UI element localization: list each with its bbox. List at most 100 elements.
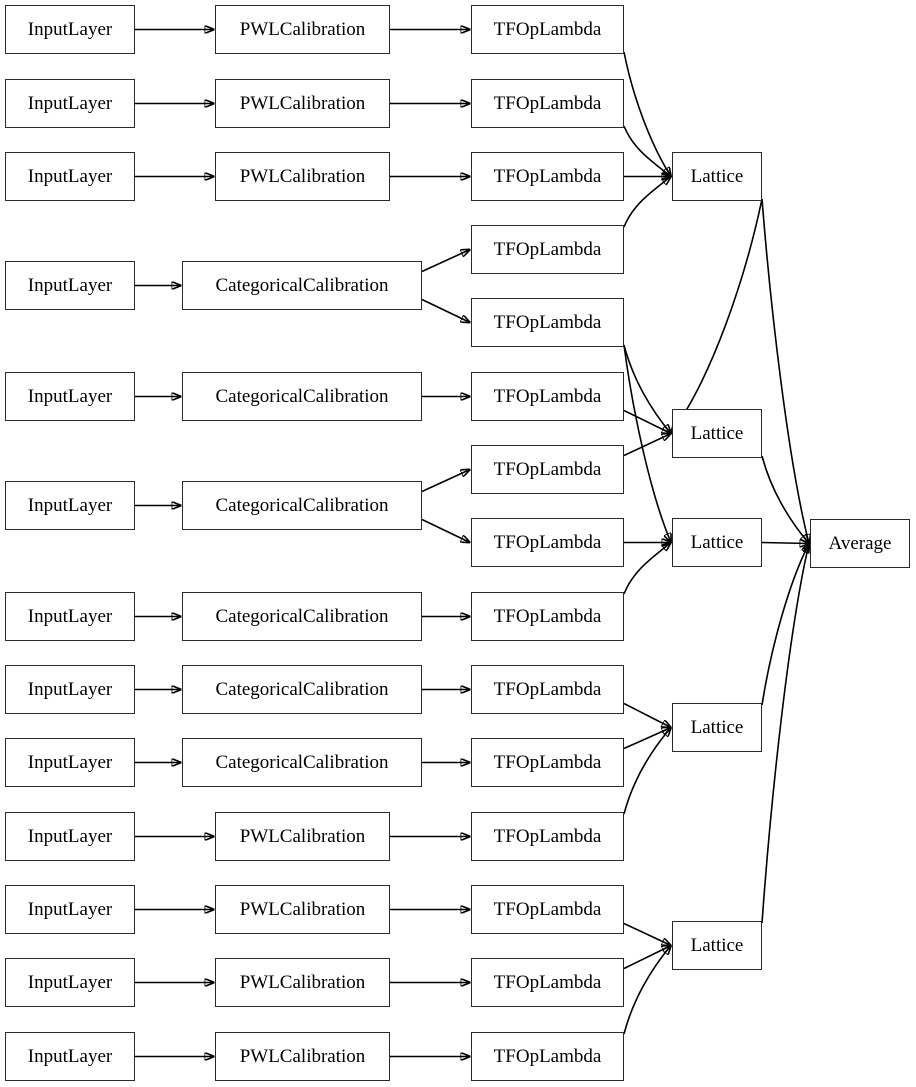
node-in6: InputLayer [5,481,135,530]
edge-cal6-to-op8 [421,518,470,543]
node-label: TFOpLambda [493,899,602,920]
node-label: TFOpLambda [493,752,602,773]
node-label: InputLayer [27,606,113,627]
node-op11: TFOpLambda [471,738,624,787]
node-label: Lattice [690,532,744,553]
node-label: InputLayer [27,93,113,114]
edge-lat2-to-avg [761,455,809,544]
edge-op14-to-lat5 [623,946,671,970]
node-cal5: CategoricalCalibration [182,372,422,421]
node-label: TFOpLambda [493,826,602,847]
node-op4: TFOpLambda [471,225,624,274]
node-cal11: PWLCalibration [215,885,390,934]
node-cal6: CategoricalCalibration [182,481,422,530]
edge-lat5-to-avg [761,544,809,924]
node-label: InputLayer [27,752,113,773]
edge-op4-to-lat1 [623,177,671,228]
node-cal10: PWLCalibration [215,812,390,861]
node-label: PWLCalibration [239,19,366,40]
edge-lat1-to-avg [761,198,809,544]
node-lat4: Lattice [672,703,762,752]
node-label: TFOpLambda [493,386,602,407]
edge-lat3-to-avg [761,543,809,544]
node-label: PWLCalibration [239,899,366,920]
edge-lat1-to-lat2 [671,198,763,434]
node-op10: TFOpLambda [471,665,624,714]
node-in3: InputLayer [5,152,135,201]
node-label: TFOpLambda [493,459,602,480]
node-label: PWLCalibration [239,93,366,114]
edge-op2-to-lat1 [623,125,671,177]
node-label: InputLayer [27,495,113,516]
node-label: TFOpLambda [493,312,602,333]
node-label: CategoricalCalibration [215,606,389,627]
edge-paths [135,30,809,1057]
node-cal9: CategoricalCalibration [182,738,422,787]
node-cal1: PWLCalibration [215,5,390,54]
node-cal3: PWLCalibration [215,152,390,201]
edge-op11-to-lat4 [623,728,671,750]
node-in13: InputLayer [5,1032,135,1081]
node-label: InputLayer [27,386,113,407]
node-label: TFOpLambda [493,19,602,40]
node-op2: TFOpLambda [471,79,624,128]
node-label: Average [828,533,892,554]
edge-op5-to-lat3 [623,344,671,543]
node-in9: InputLayer [5,738,135,787]
node-in8: InputLayer [5,665,135,714]
node-cal13: PWLCalibration [215,1032,390,1081]
edge-cal4-to-op5 [421,298,470,323]
node-label: PWLCalibration [239,1046,366,1067]
node-in4: InputLayer [5,261,135,310]
edge-op5-to-lat2 [623,344,671,434]
node-label: Lattice [690,935,744,956]
node-label: TFOpLambda [493,1046,602,1067]
node-op5: TFOpLambda [471,298,624,347]
node-label: PWLCalibration [239,166,366,187]
node-label: TFOpLambda [493,679,602,700]
edge-cal4-to-op4 [421,250,470,273]
node-label: InputLayer [27,275,113,296]
node-op14: TFOpLambda [471,958,624,1007]
edge-op13-to-lat5 [623,922,671,946]
node-in7: InputLayer [5,592,135,641]
node-label: InputLayer [27,19,113,40]
node-label: InputLayer [27,1046,113,1067]
node-op8: TFOpLambda [471,518,624,567]
node-op9: TFOpLambda [471,592,624,641]
node-label: Lattice [690,423,744,444]
node-label: CategoricalCalibration [215,495,389,516]
node-label: InputLayer [27,679,113,700]
node-label: TFOpLambda [493,606,602,627]
node-in2: InputLayer [5,79,135,128]
node-avg: Average [810,519,910,568]
node-label: InputLayer [27,972,113,993]
node-label: TFOpLambda [493,239,602,260]
edge-op15-to-lat5 [623,946,671,1035]
node-op7: TFOpLambda [471,445,624,494]
edge-op1-to-lat1 [623,51,671,177]
node-label: InputLayer [27,166,113,187]
node-label: TFOpLambda [493,93,602,114]
node-label: PWLCalibration [239,972,366,993]
node-label: TFOpLambda [493,532,602,553]
edge-cal6-to-op7 [421,470,470,493]
node-label: CategoricalCalibration [215,275,389,296]
node-op1: TFOpLambda [471,5,624,54]
node-cal2: PWLCalibration [215,79,390,128]
node-cal4: CategoricalCalibration [182,261,422,310]
node-op12: TFOpLambda [471,812,624,861]
node-lat2: Lattice [672,409,762,458]
node-label: InputLayer [27,826,113,847]
node-op15: TFOpLambda [471,1032,624,1081]
node-cal12: PWLCalibration [215,958,390,1007]
node-label: TFOpLambda [493,972,602,993]
edge-op10-to-lat4 [623,702,671,728]
node-op6: TFOpLambda [471,372,624,421]
node-label: TFOpLambda [493,166,602,187]
edge-op7-to-lat2 [623,434,671,457]
node-in1: InputLayer [5,5,135,54]
edge-op6-to-lat2 [623,409,671,434]
